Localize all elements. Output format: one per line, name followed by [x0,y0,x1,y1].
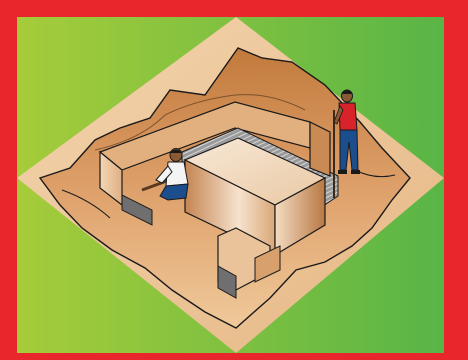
pit-right-wall [310,122,330,176]
worker-shirt [339,103,357,130]
worker-shoe [338,170,347,174]
worker-shoe [351,170,360,174]
